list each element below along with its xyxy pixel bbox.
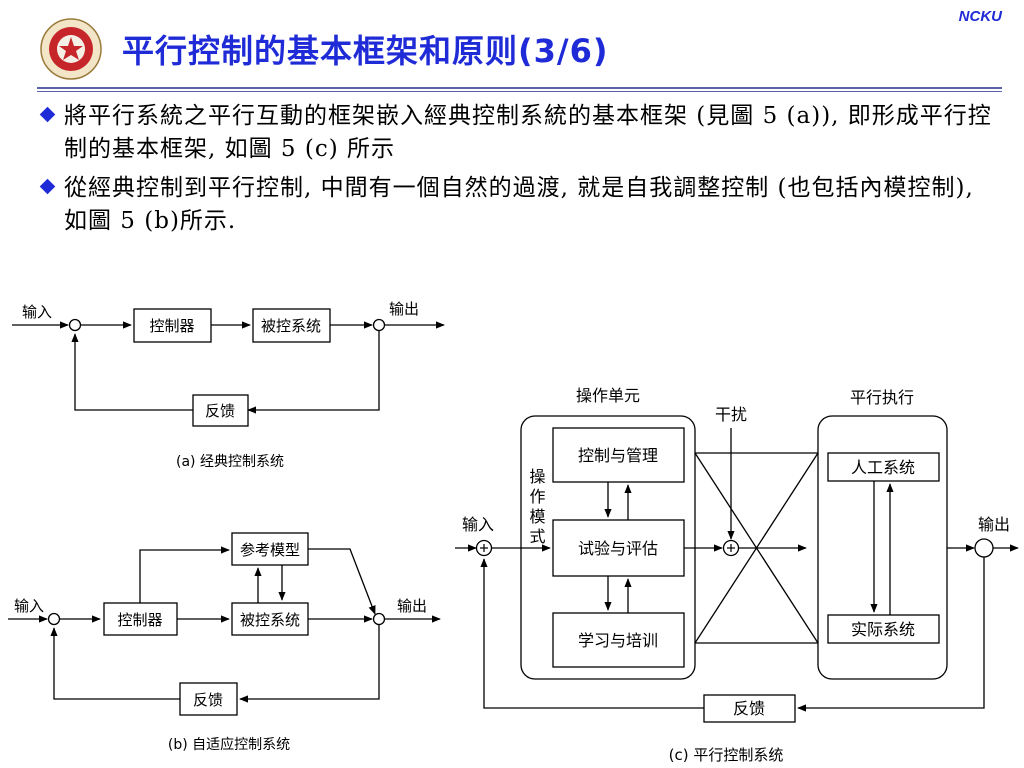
diagram-a-caption: (a) 经典控制系统 [176, 454, 284, 470]
summing-junction-plus-icon [480, 544, 735, 552]
diagram-b-input-label: 输入 [14, 597, 44, 615]
diagram-c-caption: (c) 平行控制系统 [669, 746, 784, 764]
diagram-b-feedback-label: 反馈 [193, 691, 223, 709]
diagram-c-operation-unit-label: 操作单元 [576, 386, 640, 405]
title-rule [37, 87, 1002, 89]
diagram-c-test-eval-label: 试验与评估 [578, 539, 658, 558]
bullet-item: 將平行系統之平行互動的框架嵌入經典控制系統的基本框架 (見圖 5 (a)), 即… [39, 100, 1000, 166]
diagram-c-feedback-label: 反馈 [733, 699, 765, 718]
diagram-c-artificial-system-label: 人工系统 [851, 458, 915, 477]
brand-label: NCKU [958, 8, 1002, 25]
bullet-item: 從經典控制到平行控制, 中間有一個自然的過渡, 就是自我調整控制 (也包括內模控… [39, 172, 1000, 238]
diagram-a-input-label: 输入 [22, 303, 52, 321]
diagram-b [8, 532, 441, 716]
diagram-c-actual-system-label: 实际系统 [851, 620, 915, 639]
bullet-text: 將平行系統之平行互動的框架嵌入經典控制系統的基本框架 (見圖 5 (a)), 即… [64, 103, 992, 162]
diagram-c-parallel-exec-label: 平行执行 [850, 388, 914, 407]
slide-title: 平行控制的基本框架和原则(3/6) [122, 32, 609, 70]
diagram-b-plant-label: 被控系统 [240, 611, 300, 629]
bullet-text: 從經典控制到平行控制, 中間有一個自然的過渡, 就是自我調整控制 (也包括內模控… [64, 175, 974, 234]
bullet-list: 將平行系統之平行互動的框架嵌入經典控制系統的基本框架 (見圖 5 (a)), 即… [39, 100, 1000, 244]
title-rule-thin [37, 91, 1002, 92]
diagram-b-output-label: 输出 [397, 597, 427, 615]
diagram-c-output-label: 输出 [978, 515, 1010, 534]
diagram-a-plant-label: 被控系统 [261, 317, 321, 335]
diagram-c-operation-mode-label: 操作模式 [527, 468, 546, 548]
diagram-a-feedback-label: 反馈 [205, 402, 235, 420]
diagram-c-learn-train-label: 学习与培训 [578, 631, 658, 650]
diagram-b-reference-model-label: 参考模型 [240, 541, 300, 559]
university-seal-icon [40, 18, 102, 80]
diagram-a-output-label: 输出 [389, 300, 419, 318]
diagram-a-controller-label: 控制器 [149, 317, 194, 335]
diagram-c-control-mgmt-label: 控制与管理 [578, 446, 658, 465]
diagram-c-input-label: 输入 [462, 515, 494, 534]
diagram-a [12, 308, 445, 427]
diagram-b-caption: (b) 自适应控制系统 [168, 736, 290, 753]
diagram-c-disturbance-label: 干扰 [715, 405, 747, 424]
diagram-b-controller-label: 控制器 [117, 611, 162, 629]
diagram-c [455, 415, 1019, 723]
